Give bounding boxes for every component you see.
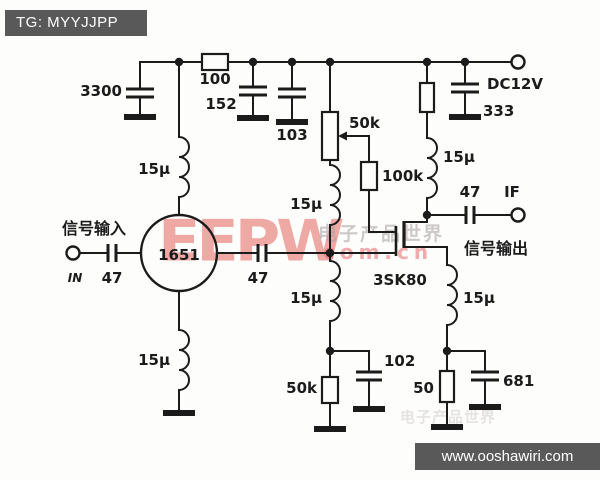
gate-resistor-50k [320, 375, 340, 405]
label-ind-15u: 15μ [138, 351, 170, 369]
series-resistor-100 [200, 52, 230, 72]
junction-dot [325, 248, 335, 258]
junction-dot [287, 57, 297, 67]
label-ind-15u: 15μ [138, 160, 170, 178]
inductor-icon [446, 264, 458, 326]
mosfet-3sk80-icon [394, 221, 406, 256]
junction-dot [174, 57, 184, 67]
label-cap-103: 103 [276, 126, 307, 144]
ic-1651-body [139, 213, 219, 293]
label-cap-681: 681 [503, 372, 534, 390]
pot-50k-body [320, 110, 340, 162]
inductor-coils [178, 136, 458, 391]
label-cap-333: 333 [483, 102, 514, 120]
ground-icon [237, 115, 269, 121]
label-signal-output: 信号输出 [464, 239, 528, 258]
label-cap-47: 47 [460, 183, 481, 201]
label-ic-1651: 1651 [158, 246, 200, 264]
drain-resistor-100 [418, 81, 436, 114]
ground-icon [314, 426, 346, 432]
source-resistor-50 [438, 369, 456, 404]
ground-icons [124, 114, 501, 432]
label-fet-3sk80: 3SK80 [373, 271, 427, 289]
label-res-100: 100 [199, 70, 230, 88]
label-ind-15u: 15μ [463, 289, 495, 307]
label-signal-input: 信号输入 [62, 219, 126, 238]
capacitor-plates [106, 82, 499, 382]
ground-icon [163, 410, 195, 416]
junction-dot [325, 57, 335, 67]
watermark-banner-bottom: www.ooshawiri.com [415, 443, 600, 470]
junction-dot [248, 57, 258, 67]
watermark-banner-top: TG: MYYJJPP [5, 10, 147, 36]
junction-dot [422, 57, 432, 67]
ground-icon [124, 114, 156, 120]
inductor-icon [178, 329, 190, 391]
label-in-terminal: IN [68, 271, 83, 285]
label-pot-50k: 50k [349, 114, 381, 132]
inductor-icon [329, 164, 341, 226]
inductor-icon [426, 137, 438, 199]
if-terminal-icon [510, 207, 526, 223]
label-ind-15u: 15μ [443, 148, 475, 166]
inductor-icon [329, 260, 341, 322]
ground-icon [449, 114, 481, 120]
label-ind-15u: 15μ [290, 289, 322, 307]
junction-dot [460, 57, 470, 67]
label-res-100k: 100k [382, 167, 424, 185]
junction-dot [325, 346, 335, 356]
label-cap-152: 152 [205, 95, 236, 113]
label-res-50k: 50k [286, 379, 318, 397]
ground-icon [469, 404, 501, 410]
label-cap-47: 47 [102, 269, 123, 287]
label-cap-47: 47 [248, 269, 269, 287]
label-if: IF [504, 183, 520, 201]
ground-icon [353, 406, 385, 412]
input-terminal-icon [65, 245, 81, 261]
junction-dot [422, 210, 432, 220]
label-cap-3300: 3300 [80, 82, 122, 100]
pot-wiper-arrow-icon [338, 131, 347, 141]
label-res-50: 50 [413, 379, 434, 397]
circuit-wires [79, 61, 512, 427]
ground-icon [431, 424, 463, 430]
resistor-100k [359, 160, 379, 192]
dc12v-terminal-icon [510, 54, 526, 70]
label-dc12v: DC12V [487, 75, 543, 93]
inductor-icon [178, 136, 190, 198]
junction-dots [174, 57, 470, 356]
junction-dot [442, 346, 452, 356]
ground-icon [276, 119, 308, 125]
label-cap-102: 102 [384, 352, 415, 370]
label-ind-15u: 15μ [290, 195, 322, 213]
